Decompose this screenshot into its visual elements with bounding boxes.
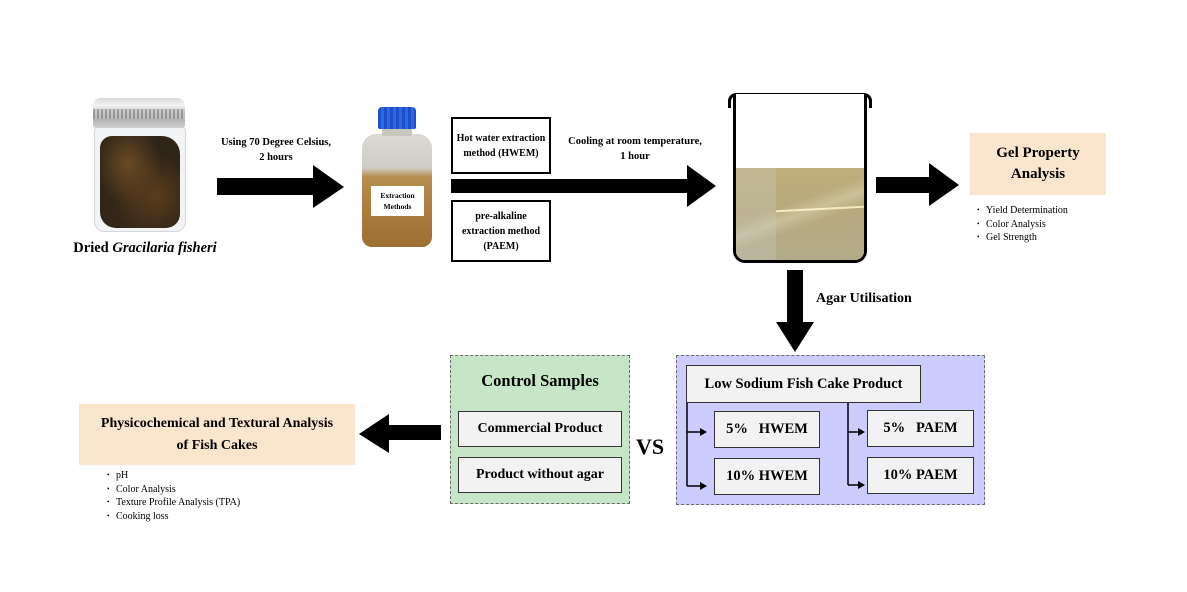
product-5-hwem: 5% HWEM: [714, 411, 820, 448]
fishcake-analysis-box: Physicochemical and Textural Analysis of…: [79, 404, 355, 465]
raw-material-label-prefix: Dried: [73, 240, 113, 256]
control-samples-title: Control Samples: [481, 371, 599, 390]
method-paem-line2: extraction method: [461, 225, 541, 237]
bottle-cap-icon: [378, 107, 416, 129]
gel-analysis-item: Color Analysis: [977, 218, 1068, 232]
arrow-down-icon: [775, 270, 815, 354]
fishcake-analysis-item: pH: [107, 469, 240, 483]
control-product-without-agar: Product without agar: [458, 457, 622, 493]
fishcake-analysis-title-line2: of Fish Cakes: [176, 437, 258, 453]
versus-label: VS: [636, 434, 665, 459]
beaker-gel-icon: [733, 94, 867, 263]
method-box-paem: pre-alkaline extraction method (PAEM): [451, 200, 551, 262]
species-name: Gracilaria fisheri: [112, 240, 217, 256]
agar-gel: [736, 168, 864, 260]
raw-material-label: Dried Gracilaria fisheri: [60, 240, 230, 257]
gel-analysis-title-line2: Analysis: [1010, 166, 1066, 182]
gel-analysis-item: Yield Determination: [977, 204, 1068, 218]
agar-utilisation-label: Agar Utilisation: [816, 291, 912, 306]
arrow-left-icon: [359, 414, 443, 454]
arrow-right-icon: [451, 165, 717, 209]
gel-analysis-item: Gel Strength: [977, 231, 1068, 245]
method-paem-line3: (PAEM): [483, 240, 519, 252]
arrow-right-icon: [217, 165, 345, 209]
gel-analysis-list: Yield Determination Color Analysis Gel S…: [977, 204, 1068, 245]
product-connectors: [686, 403, 865, 490]
arrow-right-icon: [876, 163, 960, 207]
jar-lid: [93, 98, 185, 128]
step2-condition-line2: 1 hour: [620, 151, 650, 162]
fishcake-analysis-list: pH Color Analysis Texture Profile Analys…: [107, 469, 240, 523]
fishcake-analysis-item: Cooking loss: [107, 510, 240, 524]
step1-condition-line2: 2 hours: [259, 152, 293, 163]
step2-condition-line1: Cooling at room temperature,: [568, 136, 702, 147]
seaweed-icon: [100, 136, 180, 228]
control-commercial-product: Commercial Product: [458, 411, 622, 447]
method-hwem-line1: Hot water extraction: [456, 132, 546, 144]
step1-condition: Using 70 Degree Celsius, 2 hours: [206, 135, 346, 165]
product-10-paem: 10% PAEM: [867, 457, 974, 494]
bottle-label-line1: Extraction: [380, 191, 415, 200]
bottle-label: Extraction Methods: [371, 186, 424, 216]
bottle-label-line2: Methods: [383, 202, 412, 211]
bottle-neck: [382, 128, 412, 136]
fishcake-analysis-item: Texture Profile Analysis (TPA): [107, 496, 240, 510]
step1-condition-line1: Using 70 Degree Celsius,: [220, 137, 332, 148]
method-paem-line1: pre-alkaline: [475, 210, 527, 222]
fishcake-analysis-title-line1: Physicochemical and Textural Analysis: [100, 415, 334, 431]
method-box-hwem: Hot water extraction method (HWEM): [451, 117, 551, 174]
step2-condition: Cooling at room temperature, 1 hour: [555, 134, 715, 164]
low-sodium-product-title: Low Sodium Fish Cake Product: [686, 365, 921, 403]
gel-analysis-title-line1: Gel Property: [996, 145, 1080, 161]
product-5-paem: 5% PAEM: [867, 410, 974, 447]
gel-property-analysis-box: Gel Property Analysis: [970, 133, 1106, 195]
fishcake-analysis-item: Color Analysis: [107, 483, 240, 497]
product-10-hwem: 10% HWEM: [714, 458, 820, 495]
method-hwem-line2: method (HWEM): [463, 147, 539, 159]
